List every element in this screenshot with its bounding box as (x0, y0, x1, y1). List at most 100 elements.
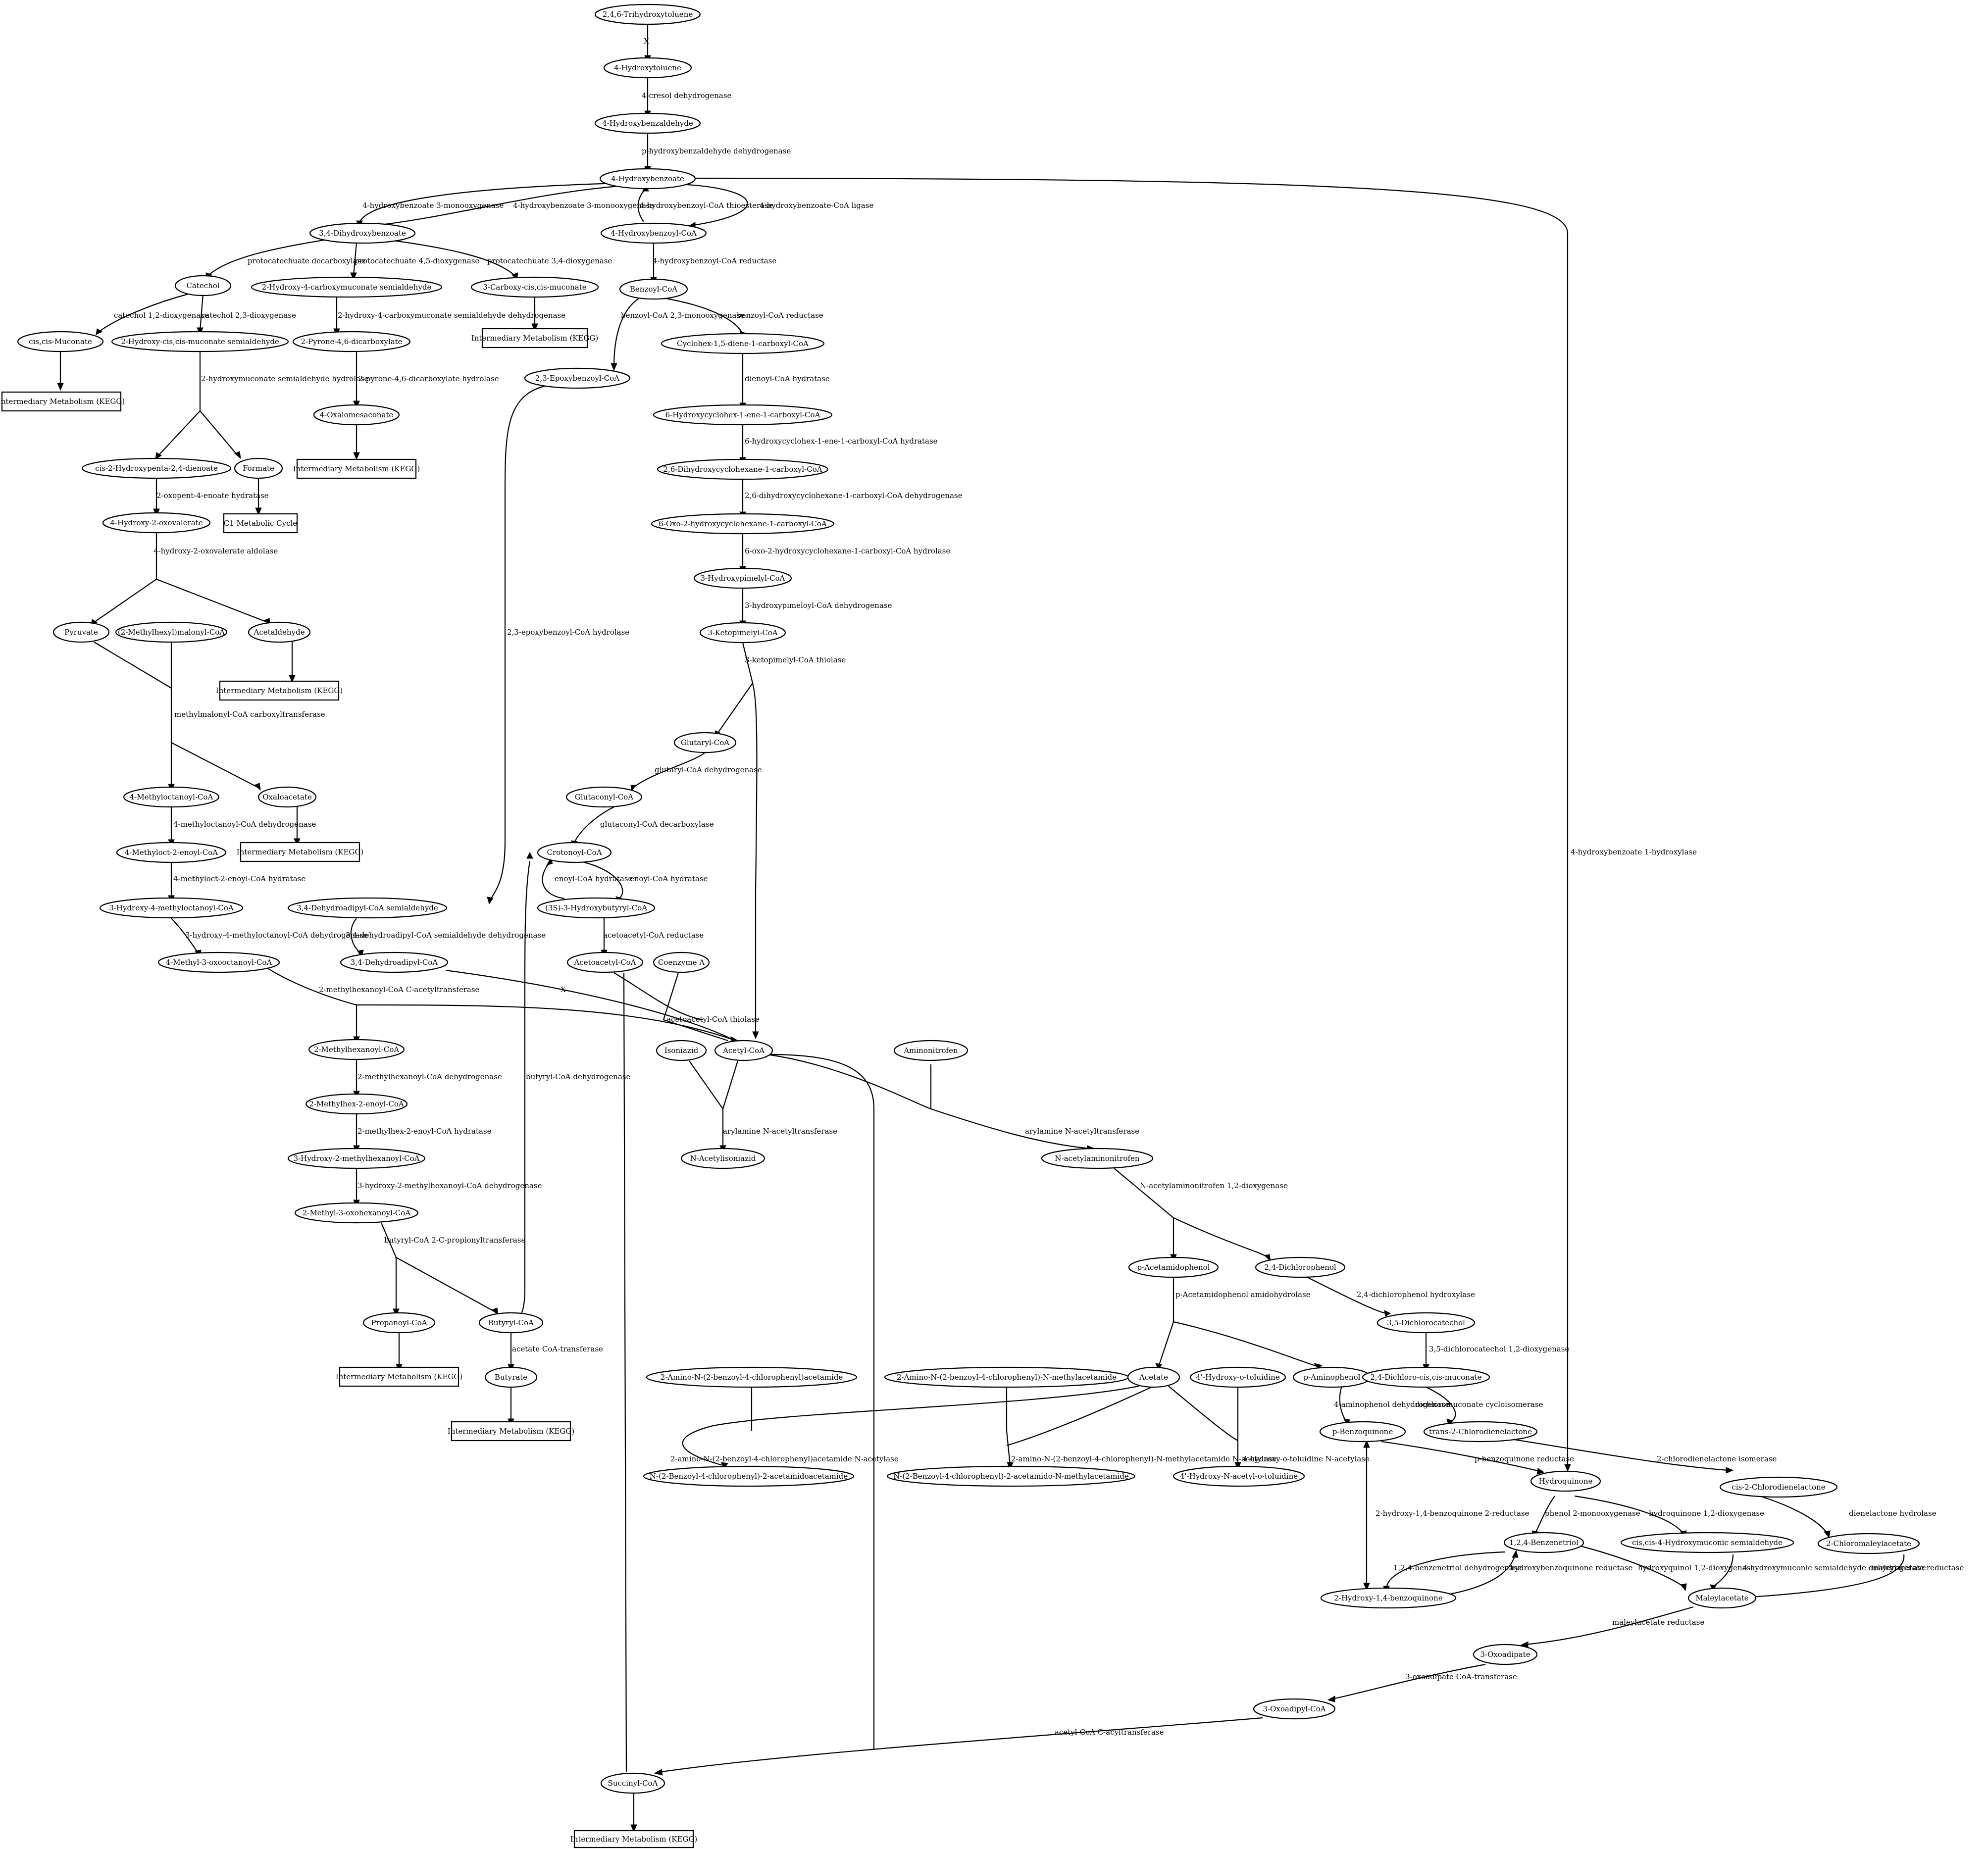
node-label: 2-Amino-N-(2-benzoyl-4-chlorophenyl)acet… (661, 1373, 843, 1382)
node: N-(2-Benzoyl-4-chlorophenyl)-2-acetamido… (643, 1465, 855, 1487)
node-label: Crotonoyl-CoA (547, 848, 602, 857)
node-label: 2-Methyl-3-oxohexanoyl-CoA (303, 1208, 410, 1217)
node: 3-Carboxy-cis,cis-muconate (470, 276, 599, 298)
node: Intermediary Metabolism (KEGG) (570, 1830, 697, 1849)
node: 2-Hydroxy-1,4-benzoquinone (1320, 1587, 1457, 1609)
node-label: 3,5-Dichlorocatechol (1387, 1318, 1465, 1327)
node-label: Intermediary Metabolism (KEGG) (570, 1835, 697, 1844)
node: Intermediary Metabolism (KEGG) (293, 458, 420, 479)
edge-label: 2-methylhex-2-enoyl-CoA hydratase (357, 1127, 492, 1136)
edge-label: arylamine N-acetyltransferase (1025, 1127, 1139, 1136)
edge-label: 4-hydroxy-o-toluidine N-acetylase (1243, 1454, 1370, 1463)
edge-label: 6-hydroxycyclohex-1-ene-1-carboxyl-CoA h… (745, 437, 938, 446)
node-label: 2-Hydroxy-1,4-benzoquinone (1334, 1594, 1442, 1602)
node: 4-Methyloct-2-enoyl-CoA (116, 842, 227, 863)
node-label: Succinyl-CoA (608, 1779, 658, 1788)
node: Acetyl-CoA (714, 1040, 773, 1061)
node: p-Aminophenol (1292, 1366, 1372, 1388)
edge-label: methylmalonyl-CoA carboxyltransferase (174, 710, 325, 719)
edge-label: 2-methylhexanoyl-CoA dehydrogenase (357, 1072, 502, 1081)
node: 2-Methylhexanoyl-CoA (308, 1039, 405, 1060)
edge-label: p-hydroxybenzaldehyde dehydrogenase (642, 147, 791, 155)
node: cis-2-Chlorodienelactone (1719, 1476, 1838, 1498)
node: Intermediary Metabolism (KEGG) (237, 842, 363, 862)
node-label: 2-Hydroxy-4-carboxymuconate semialdehyde (262, 283, 432, 292)
node-label: 2,4-Dichlorophenol (1264, 1263, 1336, 1272)
edge-label: 4-cresol dehydrogenase (642, 91, 732, 100)
node-label: 3-Hydroxypimelyl-CoA (701, 574, 785, 583)
node-label: 6-Hydroxycyclohex-1-ene-1-carboxyl-CoA (665, 410, 820, 419)
node-label: p-Acetamidophenol (1137, 1263, 1210, 1272)
edge-label: 2-hydroxymuconate semialdehyde hydrolase (201, 374, 369, 383)
node: 2-Amino-N-(2-benzoyl-4-chlorophenyl)-N-m… (884, 1366, 1129, 1388)
edge-label: glutaryl-CoA dehydrogenase (655, 765, 762, 774)
node: cis,cis-4-Hydroxymuconic semialdehyde (1620, 1532, 1794, 1553)
node-label: cis,cis-Muconate (29, 337, 92, 346)
node: 3,4-Dehydroadipyl-CoA semialdehyde (287, 897, 448, 919)
node-label: 3,4-Dihydroxybenzoate (319, 229, 406, 238)
node: 3-Hydroxypimelyl-CoA (693, 567, 792, 589)
node: 2,4,6-Trihydroxytoluene (594, 3, 701, 25)
node-label: 1,2,4-Benzenetriol (1509, 1538, 1579, 1547)
node: 2,3-Epoxybenzoyl-CoA (524, 367, 631, 389)
node-label: Catechol (186, 281, 219, 290)
node: 3-Hydroxy-2-methylhexanoyl-CoA (287, 1148, 426, 1169)
node: cis-2-Hydroxypenta-2,4-dienoate (81, 457, 232, 479)
edge-label: maleylacetate reductase (1612, 1618, 1704, 1627)
node-label: Butyrate (495, 1373, 527, 1382)
node: 4-Hydroxy-2-oxovalerate (102, 512, 211, 534)
node: 4-Hydroxybenzoate (599, 168, 696, 190)
node-label: 2,4,6-Trihydroxytoluene (603, 10, 693, 19)
node: Succinyl-CoA (600, 1772, 665, 1794)
node-label: 3,4-Dehydroadipyl-CoA semialdehyde (297, 903, 438, 912)
node-label: N-(2-Benzoyl-4-chlorophenyl)-2-acetamido… (893, 1472, 1129, 1481)
node: 2-Methyl-3-oxohexanoyl-CoA (294, 1202, 419, 1224)
node-label: Aminonitrofen (903, 1046, 958, 1055)
edge-label: N-acetylaminonitrofen 1,2-dioxygenase (1140, 1181, 1288, 1190)
node: N-(2-Benzoyl-4-chlorophenyl)-2-acetamido… (886, 1465, 1136, 1487)
node: Crotonoyl-CoA (537, 842, 612, 863)
node-label: Hydroquinone (1539, 1477, 1593, 1486)
edge-label: 4-methyloctanoyl-CoA dehydrogenase (173, 820, 316, 829)
node-label: Formate (243, 464, 274, 473)
node-label: Intermediary Metabolism (KEGG) (471, 334, 598, 343)
node: 2,4-Dichloro-cis,cis-muconate (1362, 1366, 1490, 1388)
node-label: Intermediary Metabolism (KEGG) (448, 1427, 574, 1436)
edge-label: p-benzoquinone reductase (1475, 1454, 1574, 1463)
node-label: cis-2-Chlorodienelactone (1732, 1483, 1825, 1492)
node: p-Benzoquinone (1319, 1421, 1406, 1443)
node-label: Intermediary Metabolism (KEGG) (336, 1372, 462, 1381)
node: Butyryl-CoA (478, 1312, 544, 1334)
node: cis,cis-Muconate (17, 331, 104, 352)
node: 2,6-Dihydroxycyclohexane-1-carboxyl-CoA (657, 458, 829, 480)
node: 3,4-Dehydroadipyl-CoA (340, 951, 449, 973)
node: Acetoacetyl-CoA (566, 951, 644, 973)
node: Benzoyl-CoA (619, 278, 688, 300)
edge-label: 4-methyloct-2-enoyl-CoA hydratase (173, 874, 306, 883)
node-label: 2-Methylhex-2-enoyl-CoA (309, 1099, 404, 1108)
node-label: 2-Chloromaleylacetate (1826, 1539, 1911, 1548)
node: 4-Methyl-3-oxooctanoyl-CoA (157, 951, 280, 973)
node-label: 2-Hydroxy-cis,cis-muconate semialdehyde (121, 337, 279, 346)
edge-label: 3,5-dichlorocatechol 1,2-dioxygenase (1429, 1345, 1569, 1353)
node-label: 2-Amino-N-(2-benzoyl-4-chlorophenyl)-N-m… (897, 1373, 1117, 1382)
edge-label: 6-oxo-2-hydroxycyclohexane-1-carboxyl-Co… (745, 547, 950, 555)
node: 2-Hydroxy-4-carboxymuconate semialdehyde (251, 276, 443, 298)
node-label: 4-Hydroxybenzaldehyde (602, 119, 693, 128)
node-label: C1 Metabolic Cycle (224, 519, 298, 528)
node-label: 3-Carboxy-cis,cis-muconate (483, 283, 586, 292)
node: Hydroquinone (1530, 1470, 1601, 1492)
edge-label: 2-oxopent-4-enoate hydratase (156, 491, 269, 500)
node-label: 3,4-Dehydroadipyl-CoA (351, 958, 438, 967)
node: 2,4-Dichlorophenol (1255, 1256, 1346, 1278)
edge-label: dienoyl-CoA hydratase (745, 374, 830, 383)
node: Pyruvate (52, 621, 110, 643)
node: Glutaryl-CoA (673, 732, 737, 753)
node-label: 4-Hydroxybenzoyl-CoA (611, 229, 697, 238)
node: C1 Metabolic Cycle (223, 513, 298, 534)
node: Isoniazid (656, 1040, 707, 1061)
node-label: Intermediary Metabolism (KEGG) (293, 464, 420, 473)
edge-label: benzoyl-CoA reductase (737, 311, 823, 320)
node: Coenzyme A (653, 951, 710, 973)
edge-label: phenol 2-monooxygenase (1545, 1509, 1640, 1518)
